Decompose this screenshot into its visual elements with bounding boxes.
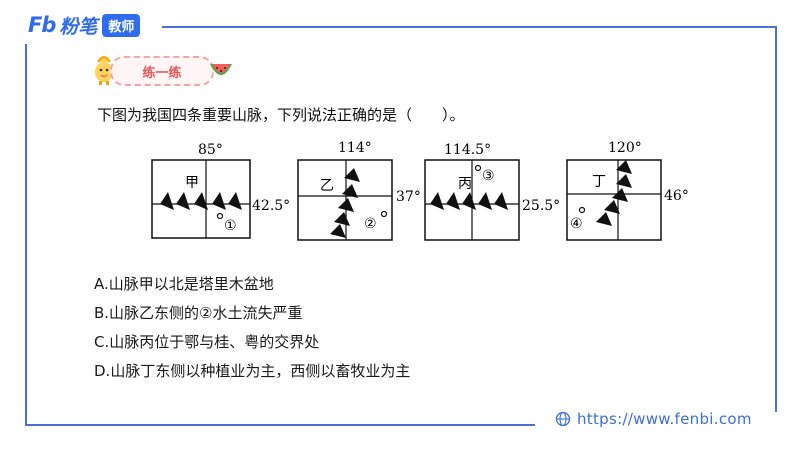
frame-bottom-line xyxy=(25,424,535,426)
map-ding: 120° 46° 丁 ④ xyxy=(566,140,689,241)
map-jia-marker: ① xyxy=(224,218,237,234)
map-bing: 114.5° 25.5° 丙 ③ xyxy=(424,142,560,241)
logo-mark: Fb xyxy=(28,13,56,37)
map-ding-range xyxy=(596,160,632,226)
website-footer: https://www.fenbi.com xyxy=(555,410,752,428)
map-ding-lat: 46° xyxy=(664,188,689,204)
answer-options: A.山脉甲以北是塔里木盆地 B.山脉乙东侧的②水土流失严重 C.山脉丙位于鄂与桂… xyxy=(94,270,410,386)
option-c[interactable]: C.山脉丙位于鄂与桂、粤的交界处 xyxy=(94,333,320,351)
globe-icon xyxy=(555,411,571,427)
map-yi-lat: 37° xyxy=(396,189,421,205)
map-jia-name: 甲 xyxy=(185,175,199,191)
logo-brand-name: 粉笔 xyxy=(59,15,98,38)
map-ding-marker: ④ xyxy=(570,216,583,232)
mountain-maps-figure: 85° 42.5° 甲 ① 114° 37° 乙 ② xyxy=(151,140,689,241)
brand-logo: Fb 粉笔 教师 xyxy=(28,12,141,38)
frame-top-line xyxy=(162,26,776,28)
map-bing-range xyxy=(430,192,508,210)
watermelon-icon xyxy=(210,64,232,75)
map-yi-range xyxy=(330,168,360,238)
option-d[interactable]: D.山脉丁东侧以种植业为主，西侧以畜牧业为主 xyxy=(94,362,411,380)
map-bing-name: 丙 xyxy=(458,176,472,192)
mascot-icon xyxy=(95,56,113,85)
map-yi-name: 乙 xyxy=(320,178,334,194)
map-bing-lat: 25.5° xyxy=(522,198,560,214)
logo-badge: 教师 xyxy=(102,13,141,37)
website-url[interactable]: https://www.fenbi.com xyxy=(577,410,752,428)
option-a[interactable]: A.山脉甲以北是塔里木盆地 xyxy=(94,275,274,293)
map-jia-lat: 42.5° xyxy=(252,198,290,214)
map-bing-marker: ③ xyxy=(482,168,495,184)
map-jia: 85° 42.5° 甲 ① xyxy=(151,142,290,239)
map-yi: 114° 37° 乙 ② xyxy=(297,140,421,241)
frame-left-line xyxy=(25,44,27,424)
map-jia-lon: 85° xyxy=(198,142,223,158)
map-ding-name: 丁 xyxy=(592,174,606,190)
frame-right-line xyxy=(775,26,777,412)
question-text: 下图为我国四条重要山脉，下列说法正确的是（ ）。 xyxy=(97,106,465,124)
map-bing-lon: 114.5° xyxy=(444,142,491,158)
map-jia-range xyxy=(160,192,242,210)
map-yi-marker: ② xyxy=(364,216,377,232)
map-yi-lon: 114° xyxy=(338,140,372,156)
option-b[interactable]: B.山脉乙东侧的②水土流失严重 xyxy=(94,304,303,322)
practice-label: 练一练 xyxy=(142,65,182,81)
practice-badge: 练一练 xyxy=(110,56,214,86)
map-ding-lon: 120° xyxy=(608,140,642,156)
